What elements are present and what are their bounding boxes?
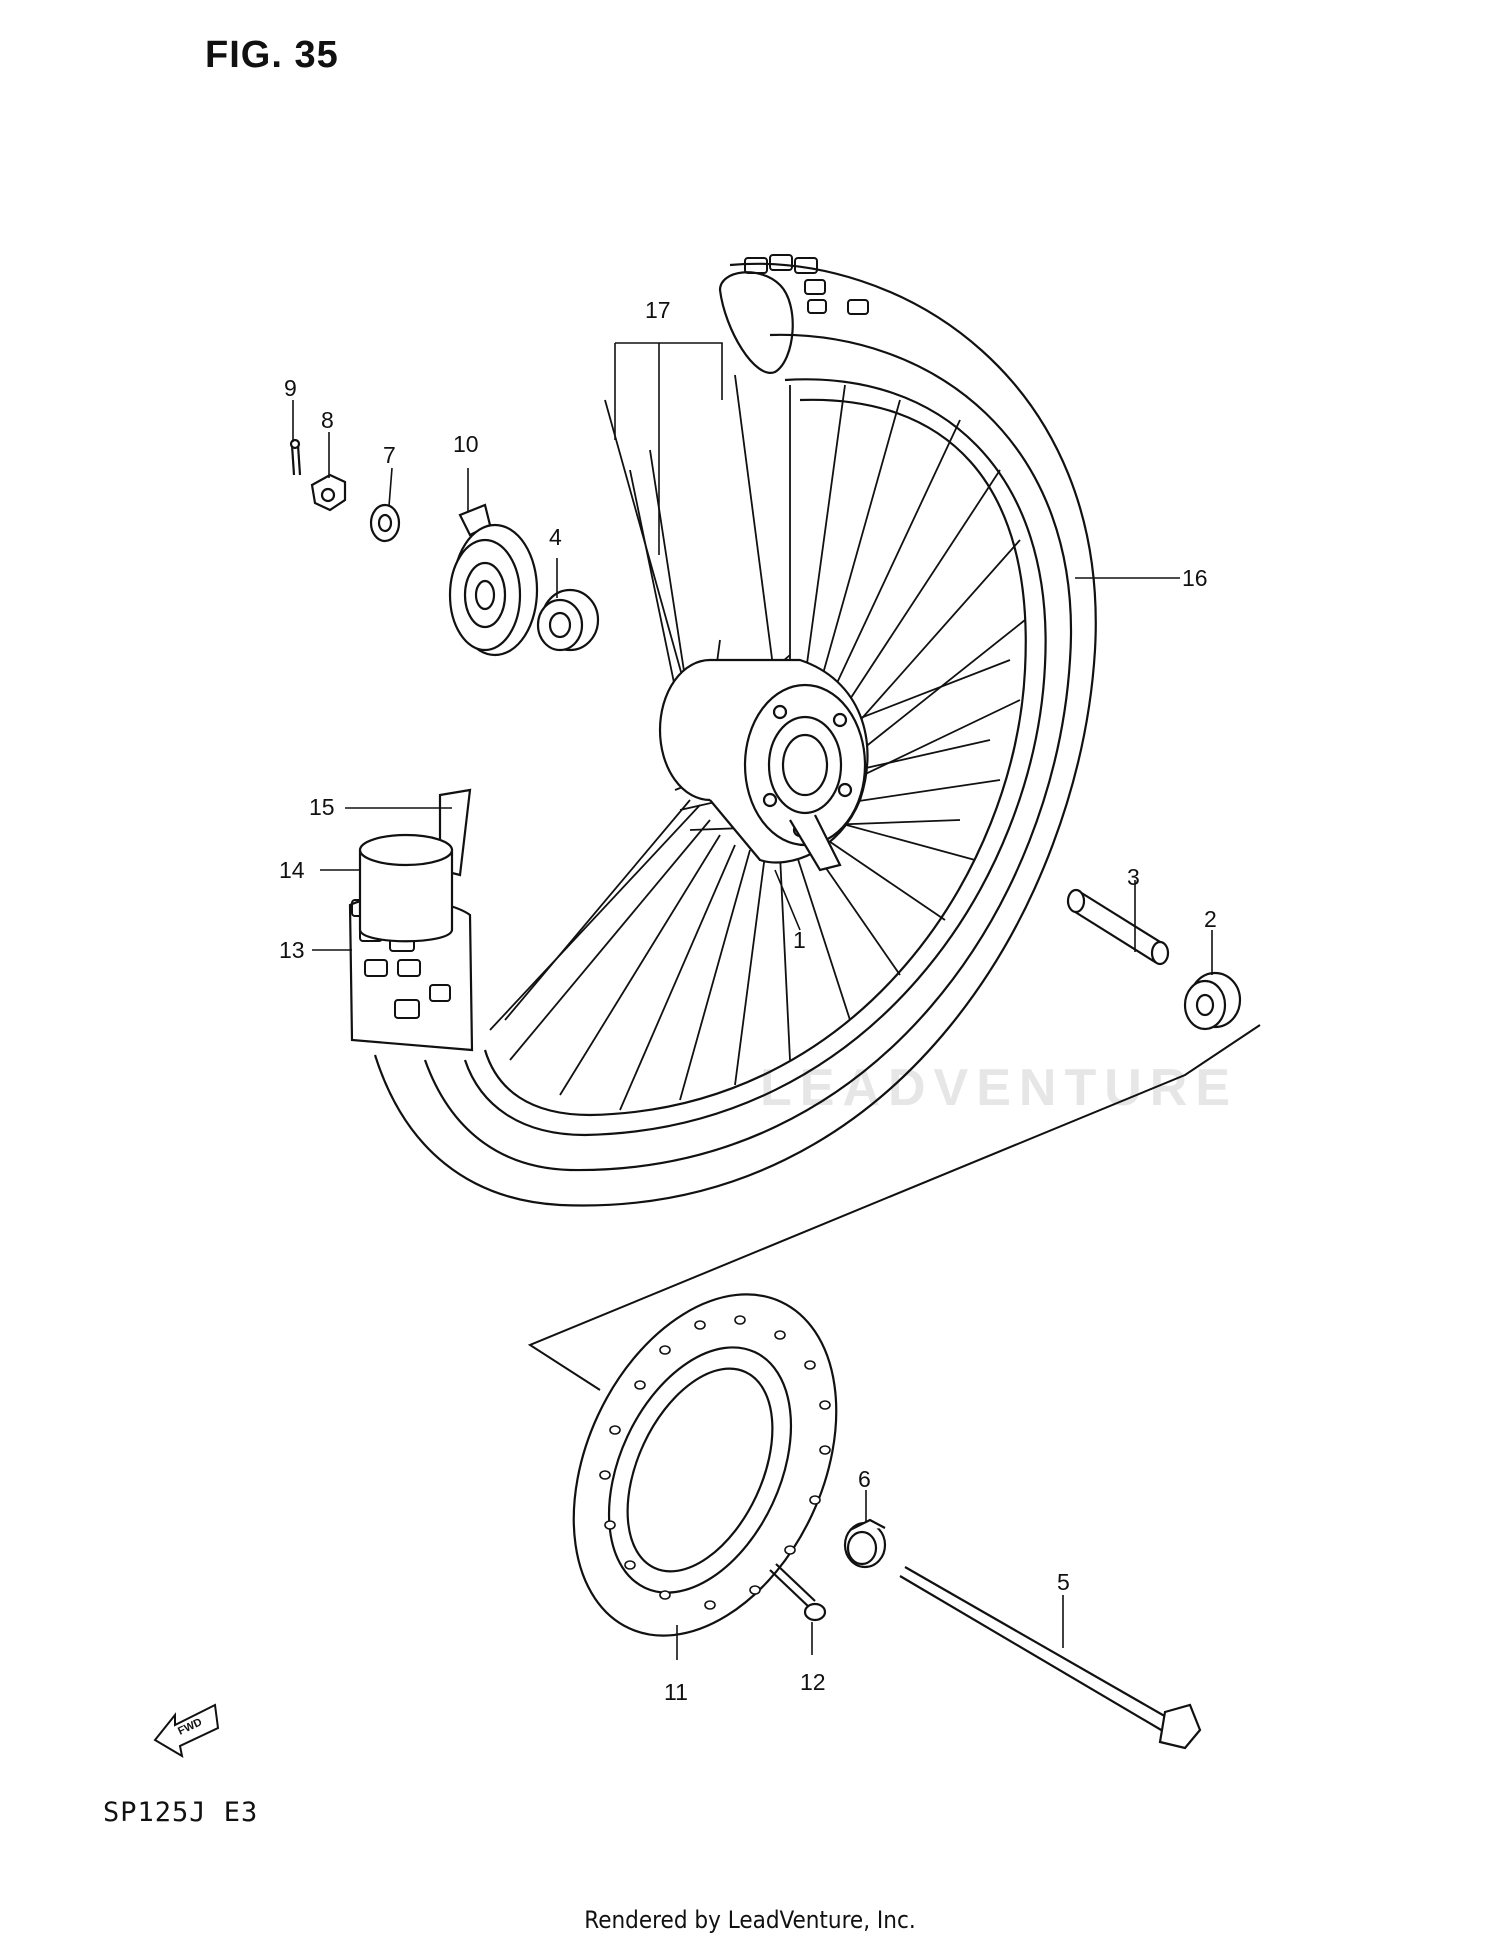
tire-outer-arc	[373, 262, 1097, 1207]
axle-centerline	[527, 1024, 1261, 1391]
brake-disc	[572, 1293, 838, 1637]
part-labels: 9 8 7 10 4 17 16 15 14 13 3 2 1 6 5 11 1…	[279, 297, 1217, 1705]
tread-blocks-top	[744, 254, 869, 315]
figure-title: FIG. 35	[205, 34, 339, 76]
label-part-10: 10	[453, 431, 479, 457]
cotter-pin	[289, 438, 302, 476]
label-part-17: 17	[645, 297, 671, 323]
speedometer-gearbox	[448, 503, 539, 657]
label-part-8: 8	[321, 407, 334, 433]
label-part-2: 2	[1204, 906, 1217, 932]
rim-outer-arc	[463, 378, 1047, 1137]
bearing-right	[1183, 971, 1242, 1031]
tire-inner-arc	[423, 333, 1073, 1172]
washer	[369, 503, 401, 543]
label-part-7: 7	[383, 442, 396, 468]
tire-section-top	[718, 271, 794, 374]
disc-bolt	[769, 1563, 827, 1622]
label-part-6: 6	[858, 1466, 871, 1492]
disc-holes	[599, 1315, 831, 1610]
fwd-arrow-icon: FWD	[153, 1703, 220, 1759]
small-parts-right	[1066, 888, 1242, 1031]
label-part-15: 15	[309, 794, 335, 820]
label-part-14: 14	[279, 857, 305, 883]
watermark-text: LEADVENTURE	[760, 1059, 1238, 1117]
leader-lines	[292, 342, 1213, 1660]
model-code: SP125J E3	[103, 1797, 259, 1828]
label-part-4: 4	[549, 524, 562, 550]
label-part-9: 9	[284, 375, 297, 401]
footer-credit: Rendered by LeadVenture, Inc.	[584, 1906, 916, 1934]
label-part-12: 12	[800, 1669, 826, 1695]
label-part-3: 3	[1127, 864, 1140, 890]
label-part-16: 16	[1182, 565, 1208, 591]
label-part-1: 1	[793, 927, 806, 953]
bearing-left	[536, 588, 600, 652]
wheel-assembly	[348, 254, 1097, 1207]
axle-nut	[310, 473, 347, 512]
tube-cylinder	[358, 850, 454, 943]
collar	[843, 1518, 887, 1569]
label-part-13: 13	[279, 937, 305, 963]
small-parts-top-left	[289, 438, 600, 657]
spacer	[1066, 888, 1170, 966]
rim-inner-arc	[483, 398, 1027, 1117]
label-part-11: 11	[664, 1679, 688, 1705]
axle	[899, 1566, 1202, 1750]
tube-and-rim-band	[358, 788, 472, 943]
label-part-5: 5	[1057, 1569, 1070, 1595]
hub	[658, 658, 869, 872]
